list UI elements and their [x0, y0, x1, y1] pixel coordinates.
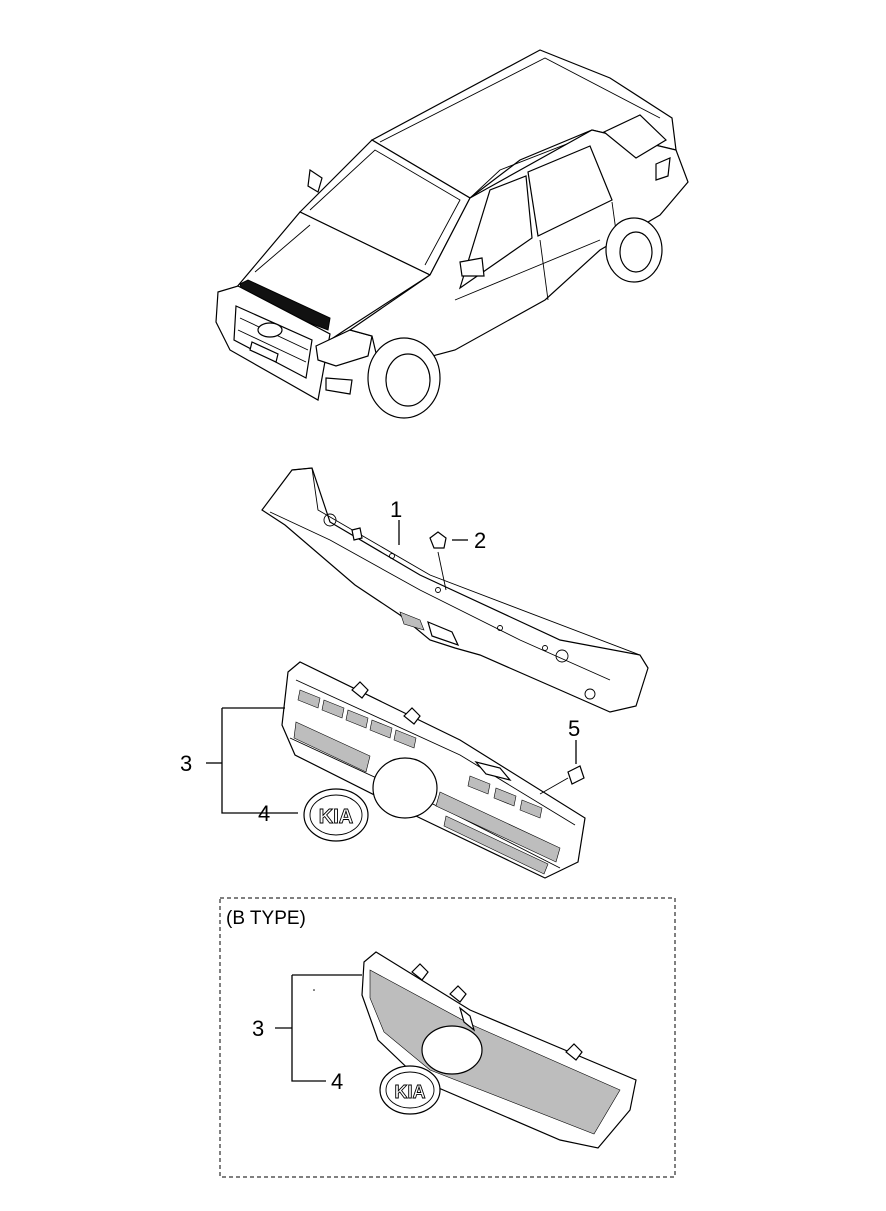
- callout-leaders: [206, 520, 577, 814]
- callout-1: 1: [390, 497, 402, 522]
- callout-5: 5: [568, 716, 580, 741]
- callout-3: 3: [180, 751, 192, 776]
- b-type-box: [219, 897, 676, 1178]
- b-type-callout-4: 4: [331, 1069, 343, 1094]
- callout-2: 2: [474, 528, 486, 553]
- b-type-radiator-grille: [361, 951, 637, 1149]
- emblem-logo: KIA: [319, 806, 353, 828]
- b-type-emblem: KIA: [379, 1065, 441, 1115]
- b-type-callout-leaders: [275, 974, 362, 1082]
- vehicle-illustration: [215, 49, 689, 419]
- part-2-clip: [429, 531, 447, 591]
- b-type-callout-3: 3: [252, 1016, 264, 1041]
- part-4-emblem: KIA: [303, 788, 369, 842]
- callout-4: 4: [258, 801, 270, 826]
- b-type-emblem-logo: KIA: [395, 1082, 426, 1102]
- part-5-screw: [539, 765, 585, 795]
- part-1-radiator-cover: [261, 467, 649, 713]
- part-3-radiator-grille: [281, 661, 586, 879]
- b-type-label: (B TYPE): [226, 908, 306, 929]
